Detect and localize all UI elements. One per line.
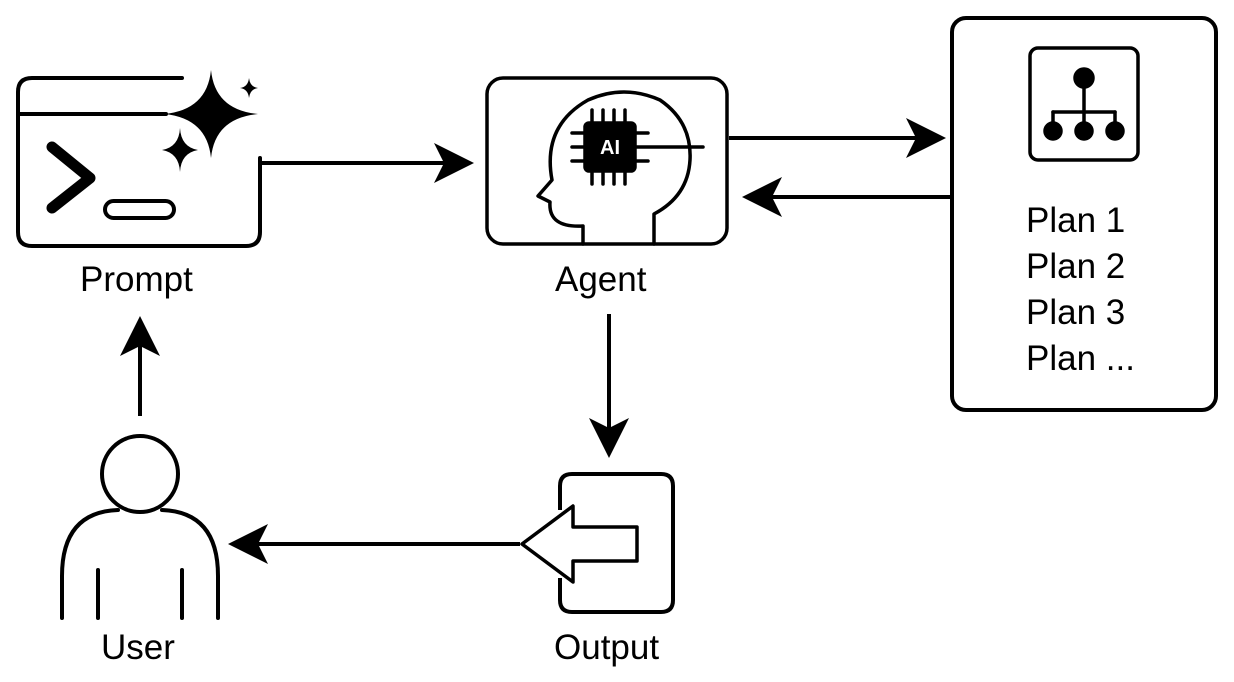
plan-item: Plan 2 — [1026, 247, 1126, 286]
ai-head-icon — [485, 76, 729, 246]
arrow-left-box-icon — [520, 472, 675, 614]
prompt-label: Prompt — [80, 260, 193, 299]
user-icon — [60, 434, 220, 620]
plans-box — [950, 16, 1218, 412]
plan-item: Plan 3 — [1026, 293, 1126, 332]
terminal-sparkle-icon — [16, 70, 262, 248]
ai-chip-label: AI — [600, 137, 620, 159]
hierarchy-icon — [1028, 46, 1140, 162]
output-label: Output — [554, 628, 660, 667]
plan-list: Plan 1 Plan 2 Plan 3 Plan ... — [1026, 198, 1135, 382]
plan-item: Plan 1 — [1026, 201, 1126, 240]
user-label: User — [101, 628, 175, 667]
plan-item: Plan ... — [1026, 339, 1135, 378]
agent-label: Agent — [555, 260, 647, 299]
